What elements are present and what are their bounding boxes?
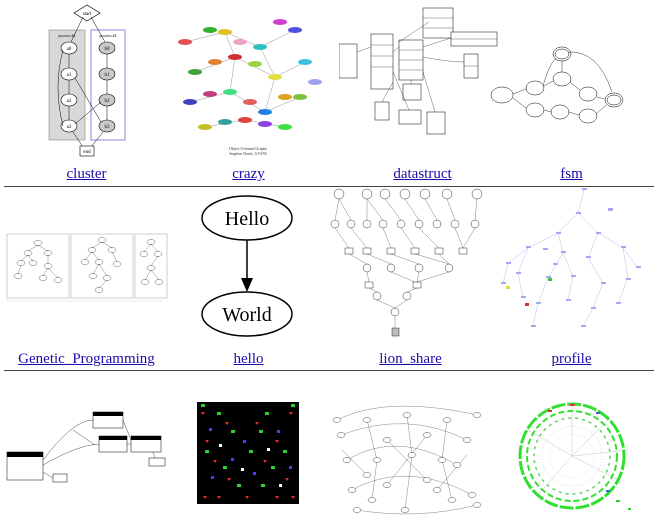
link-fsm[interactable]: fsm	[560, 166, 583, 182]
gallery-cell-datastruct: datastruct	[339, 0, 506, 185]
row3-thumbnail-2[interactable]	[165, 400, 332, 525]
crazy-thumbnail[interactable]: Object Oriented Graphs Stephen North, 3/…	[165, 2, 332, 162]
gallery-cell-row3-4	[488, 372, 655, 525]
gallery-cell-genetic-programming: Genetic_Programming	[3, 188, 170, 368]
cluster-b1: b1	[105, 73, 111, 78]
crazy-credit-line2: Stephen North, 3/19/93	[229, 151, 266, 157]
profile-thumbnail[interactable]	[488, 188, 655, 343]
hello-node-hello: Hello	[225, 208, 269, 230]
cluster-a1: a1	[67, 73, 72, 78]
cluster-a3: a3	[67, 125, 72, 130]
link-genetic-programming[interactable]: Genetic_Programming	[18, 351, 155, 367]
row-divider-1	[4, 186, 654, 187]
fsm-thumbnail[interactable]	[488, 2, 655, 162]
cluster-thumbnail[interactable]: start process #1 process #2 a0 a1 a2 a3 …	[3, 2, 170, 162]
gallery-cell-fsm: fsm	[488, 0, 655, 185]
link-profile[interactable]: profile	[551, 351, 592, 367]
gallery-cell-lion-share: lion_share	[327, 188, 494, 368]
cluster-b0: b0	[105, 47, 111, 52]
crazy-credit-line1: Object Oriented Graphs	[229, 146, 268, 151]
cluster-b2: b2	[105, 99, 111, 104]
link-cluster[interactable]: cluster	[66, 166, 107, 182]
cluster-process1-label: process #1	[59, 33, 76, 38]
cluster-b3: b3	[105, 125, 111, 130]
gallery-cell-row3-2	[165, 372, 332, 525]
genetic-programming-thumbnail[interactable]	[3, 188, 170, 343]
row3-thumbnail-4[interactable]	[488, 400, 655, 525]
cluster-end-label: end	[83, 150, 91, 155]
gallery-cell-crazy: Object Oriented Graphs Stephen North, 3/…	[165, 0, 332, 185]
gallery-cell-hello: Hello World hello	[165, 188, 332, 368]
link-hello[interactable]: hello	[233, 351, 264, 367]
cluster-a0: a0	[67, 47, 72, 52]
gallery-cell-row3-3	[327, 372, 494, 525]
hello-thumbnail[interactable]: Hello World	[165, 188, 332, 343]
row3-thumbnail-1[interactable]	[3, 400, 170, 525]
link-crazy[interactable]: crazy	[232, 166, 265, 182]
gallery-cell-cluster: start process #1 process #2 a0 a1 a2 a3 …	[3, 0, 170, 185]
gallery-cell-profile: profile	[488, 188, 655, 368]
cluster-process2-label: process #2	[100, 33, 117, 38]
row-divider-2	[4, 370, 654, 371]
datastruct-thumbnail[interactable]	[339, 2, 506, 162]
row3-thumbnail-3[interactable]	[327, 400, 494, 525]
cluster-a2: a2	[67, 99, 72, 104]
link-datastruct[interactable]: datastruct	[393, 166, 452, 182]
cluster-start-label: start	[83, 12, 92, 17]
lion-share-thumbnail[interactable]	[327, 188, 494, 343]
hello-node-world: World	[222, 304, 272, 326]
gallery-cell-row3-1	[3, 372, 170, 525]
link-lion-share[interactable]: lion_share	[379, 351, 442, 367]
